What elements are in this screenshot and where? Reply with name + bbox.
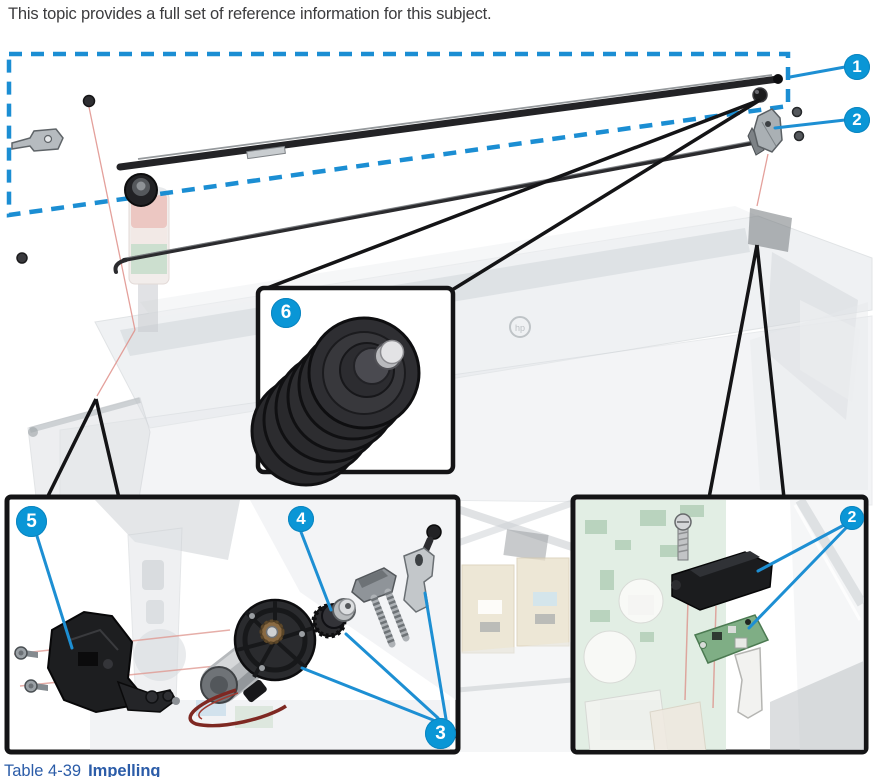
rod-tip <box>773 74 783 84</box>
tension-rod <box>113 140 755 274</box>
table-caption-label: Table 4-39 <box>4 762 82 777</box>
roller-bead-highlight <box>755 90 759 94</box>
grooved-roller <box>250 316 421 487</box>
roller-bead <box>752 87 768 103</box>
callout-2-top-badge: 2 <box>844 107 870 133</box>
motor-assembly <box>188 598 317 728</box>
callout-1-badge: 1 <box>844 54 870 80</box>
screw-left-lower <box>16 252 28 264</box>
assembly-reference-lines <box>88 106 769 397</box>
spring-bracket <box>351 524 442 648</box>
table-caption: Table 4-39 Impelling <box>4 762 160 777</box>
callout-leader-lines <box>34 65 848 722</box>
intro-text: This topic provides a full set of refere… <box>8 5 492 23</box>
table-caption-title: Impelling <box>88 762 161 777</box>
inset-sensor-ghost <box>576 500 864 750</box>
impeller-rod <box>116 74 783 171</box>
sensor-cover <box>671 551 773 611</box>
sensor-screw <box>674 513 692 561</box>
ink-supplies-ghost <box>443 498 577 752</box>
callout-5-badge: 5 <box>16 506 47 537</box>
bracket-screws <box>14 646 48 693</box>
inset-motor-ghost <box>13 500 456 750</box>
ribbon-cable <box>734 647 763 719</box>
magnifier-lines <box>45 98 786 499</box>
callout-3-badge: 3 <box>425 718 456 749</box>
callout-4-badge: 4 <box>288 506 314 532</box>
idler-gear <box>311 598 356 639</box>
callout-2-bottom-badge: 2 <box>840 506 864 530</box>
svg-text:hp: hp <box>515 323 525 333</box>
rod-latch <box>246 145 286 160</box>
rod-grommet <box>124 173 158 207</box>
left-rod-bracket <box>11 128 64 152</box>
screw-right-lower <box>793 130 805 142</box>
right-rod-bracket <box>747 108 783 156</box>
callout-6-badge: 6 <box>271 298 301 328</box>
status-beacon-ghost <box>128 186 170 332</box>
screw-right-upper <box>791 106 803 118</box>
hp-logo: hp <box>509 316 531 338</box>
left-bracket-part <box>46 610 180 714</box>
screw-top-left <box>82 94 96 108</box>
